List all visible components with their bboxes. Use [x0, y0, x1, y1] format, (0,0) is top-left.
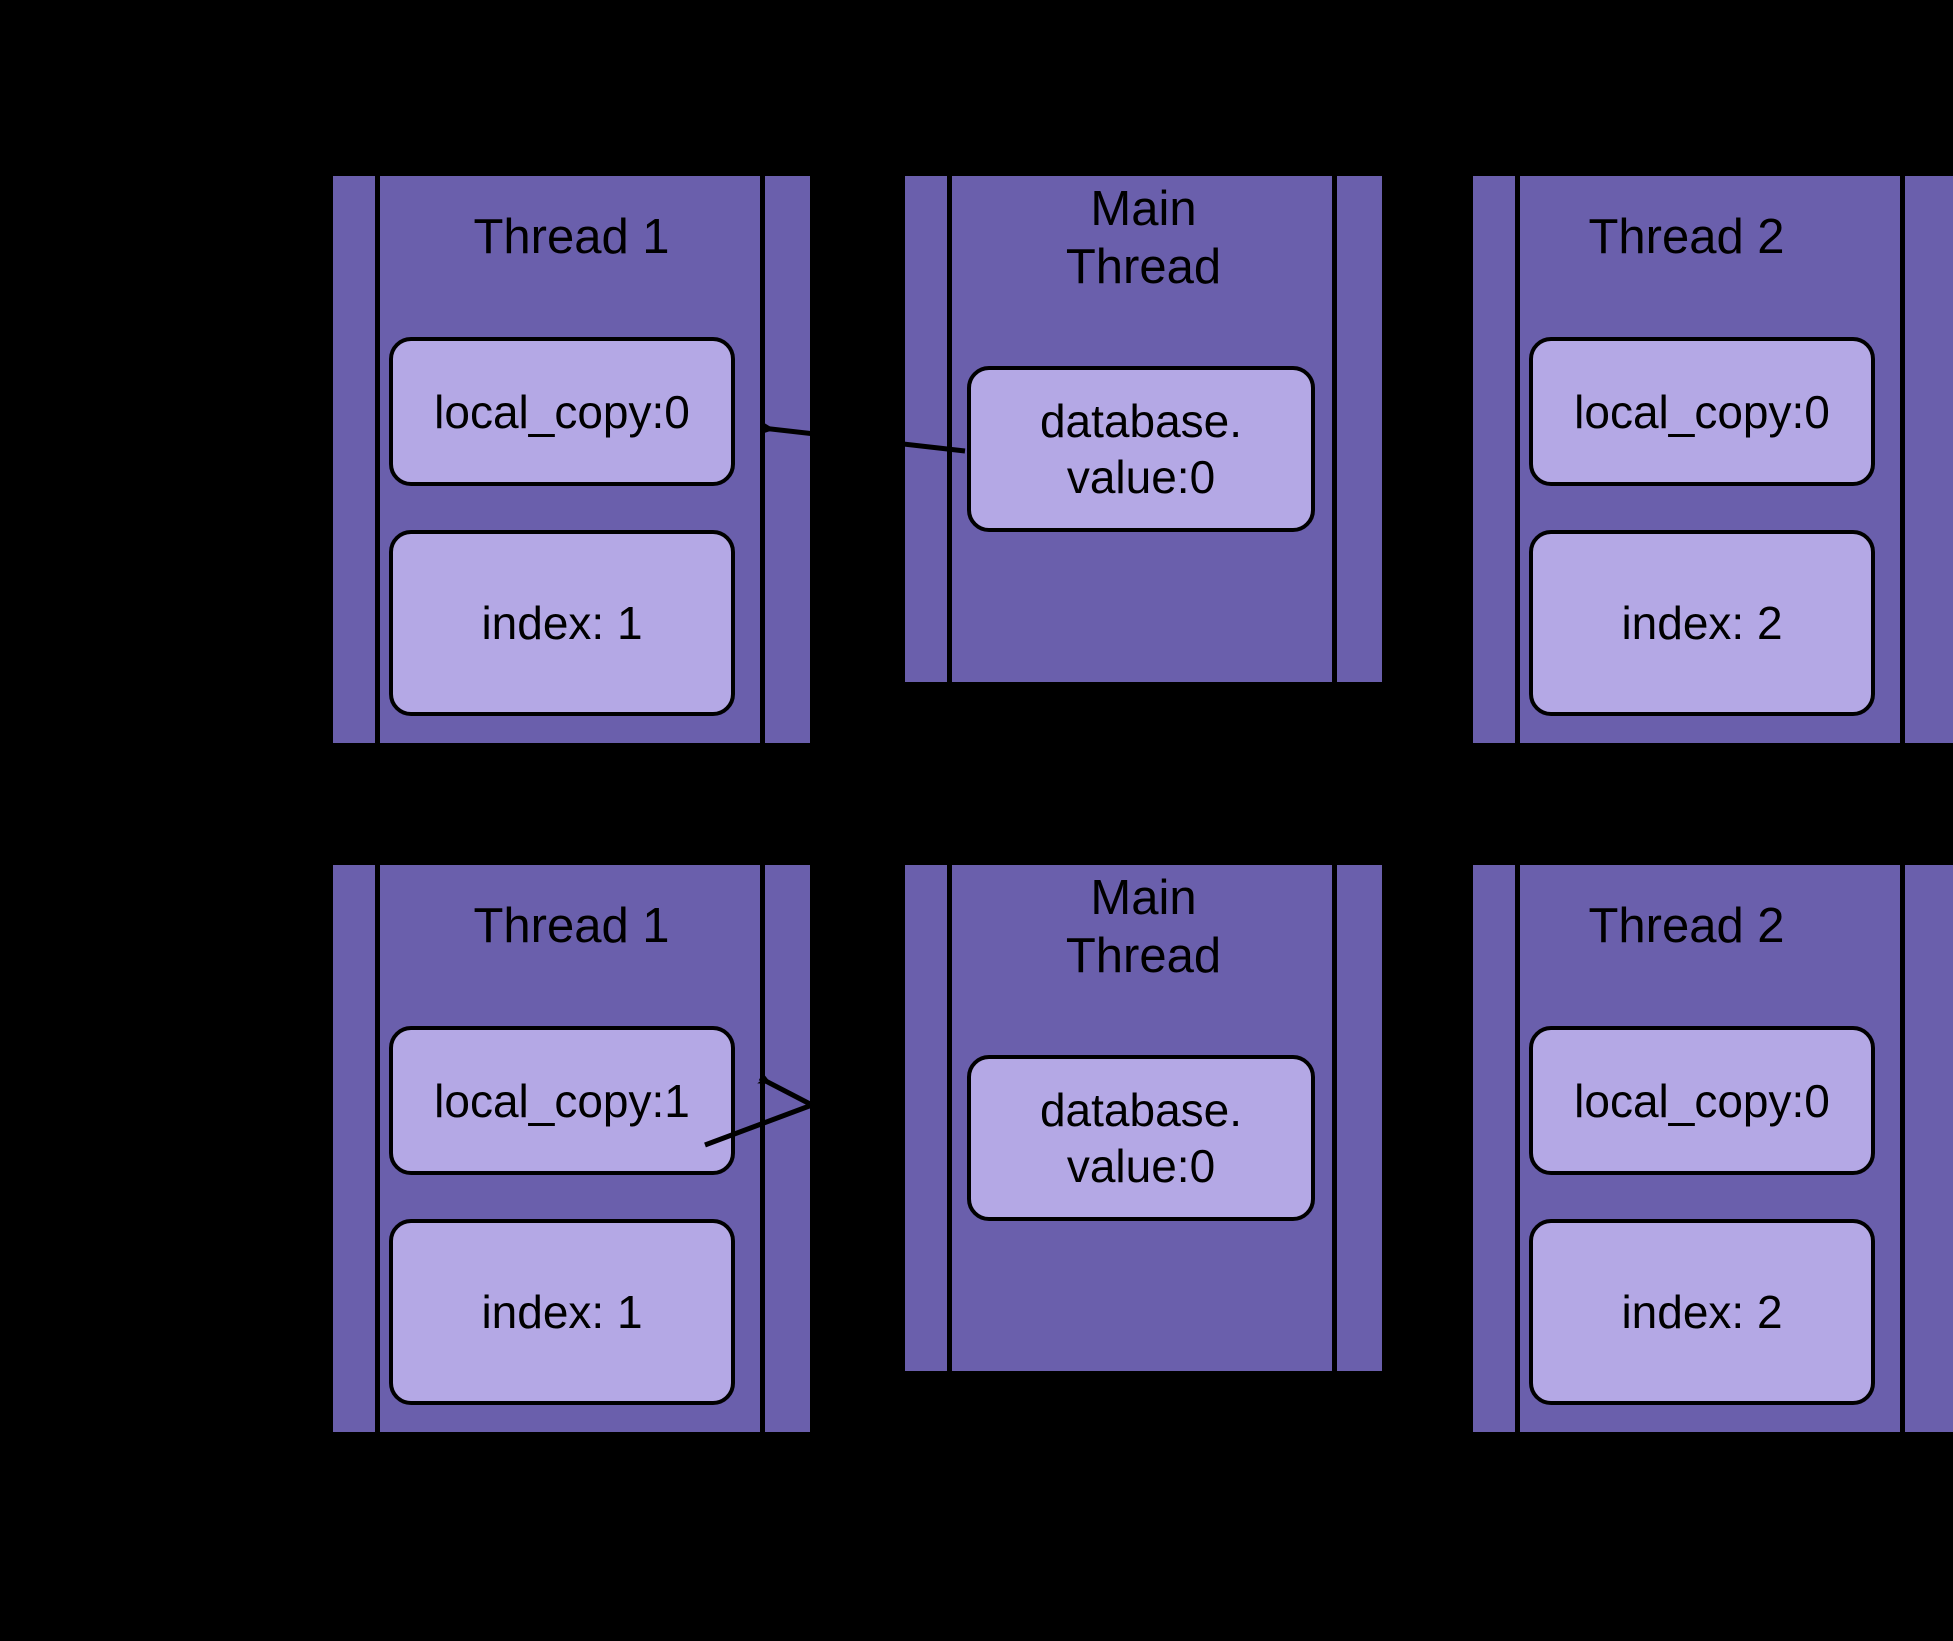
thread-panel-top-thread-2: Thread 2 local_copy:0 index: 2 [1473, 176, 1953, 743]
var-box-bottom-main-database: database. value:0 [967, 1055, 1315, 1221]
panel-title-top-thread-2: Thread 2 [1588, 210, 1785, 264]
thread-panel-bottom-main-thread: Main Thread database. value:0 [905, 865, 1382, 1371]
panel-left-rule [375, 176, 380, 743]
var-box-bottom-t2-index: index: 2 [1529, 1219, 1875, 1405]
panel-title-top-thread-1: Thread 1 [473, 210, 670, 264]
panel-title-top-main-thread: Main Thread [1065, 182, 1222, 294]
panel-right-rule [1332, 176, 1337, 682]
panel-title-bottom-thread-2: Thread 2 [1588, 899, 1785, 953]
var-box-top-t1-local-copy: local_copy:0 [389, 337, 735, 486]
panel-left-rule [375, 865, 380, 1432]
thread-panel-bottom-thread-2: Thread 2 local_copy:0 index: 2 [1473, 865, 1953, 1432]
var-box-bottom-t2-local-copy: local_copy:0 [1529, 1026, 1875, 1175]
panel-right-rule [760, 176, 765, 743]
var-box-bottom-t1-index: index: 1 [389, 1219, 735, 1405]
panel-left-rule [1515, 176, 1520, 743]
var-box-top-t2-local-copy: local_copy:0 [1529, 337, 1875, 486]
var-box-bottom-t1-local-copy: local_copy:1 [389, 1026, 735, 1175]
thread-panel-top-main-thread: Main Thread database. value:0 [905, 176, 1382, 682]
var-box-top-main-database: database. value:0 [967, 366, 1315, 532]
var-box-top-t2-index: index: 2 [1529, 530, 1875, 716]
thread-panel-top-thread-1: Thread 1 local_copy:0 index: 1 [333, 176, 810, 743]
panel-title-bottom-thread-1: Thread 1 [473, 899, 670, 953]
panel-right-rule [1332, 865, 1337, 1371]
panel-right-rule [1900, 176, 1905, 743]
panel-title-bottom-main-thread: Main Thread [1065, 871, 1222, 983]
var-box-top-t1-index: index: 1 [389, 530, 735, 716]
panel-right-rule [760, 865, 765, 1432]
panel-left-rule [947, 865, 952, 1371]
panel-right-rule [1900, 865, 1905, 1432]
panel-left-rule [1515, 865, 1520, 1432]
thread-panel-bottom-thread-1: Thread 1 local_copy:1 index: 1 [333, 865, 810, 1432]
